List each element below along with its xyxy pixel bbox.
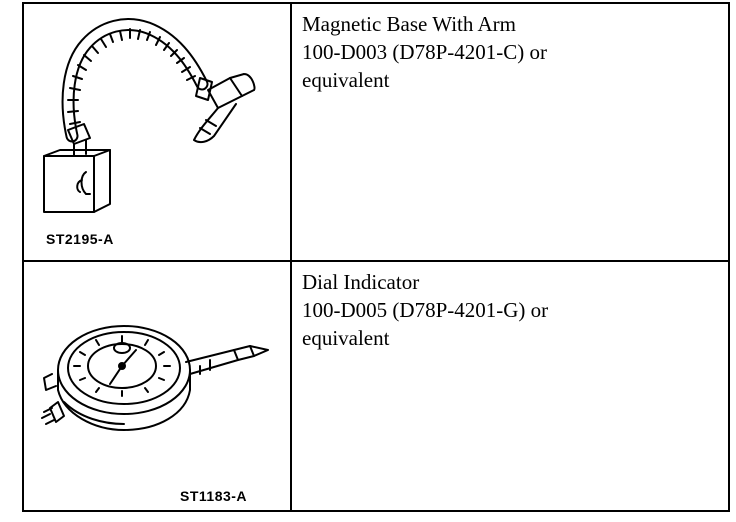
tool-description-cell-magnetic-base: Magnetic Base With Arm 100-D003 (D78P-42… bbox=[292, 4, 728, 260]
tool-image-cell-magnetic-base: ST2195-A bbox=[24, 4, 290, 260]
magnetic-base-icon bbox=[43, 18, 256, 213]
tool-part-number: 100-D003 (D78P-4201-C) or bbox=[302, 40, 547, 64]
tool-image-label: ST2195-A bbox=[46, 231, 114, 247]
tool-name: Dial Indicator bbox=[302, 270, 420, 294]
tool-description-cell-dial-indicator: Dial Indicator 100-D005 (D78P-4201-G) or… bbox=[292, 262, 728, 512]
tool-note: equivalent bbox=[302, 326, 390, 350]
tool-image-cell-dial-indicator: ST1183-A bbox=[24, 262, 290, 512]
tool-name: Magnetic Base With Arm bbox=[302, 12, 516, 36]
tool-part-number: 100-D005 (D78P-4201-G) or bbox=[302, 298, 549, 322]
dial-indicator-icon bbox=[41, 325, 269, 431]
tool-table: ST2195-A Magnetic Base With Arm 100-D003… bbox=[22, 2, 730, 512]
tool-image-label: ST1183-A bbox=[180, 488, 248, 504]
tool-note: equivalent bbox=[302, 68, 390, 92]
column-divider bbox=[290, 4, 292, 510]
row-divider bbox=[24, 260, 728, 262]
